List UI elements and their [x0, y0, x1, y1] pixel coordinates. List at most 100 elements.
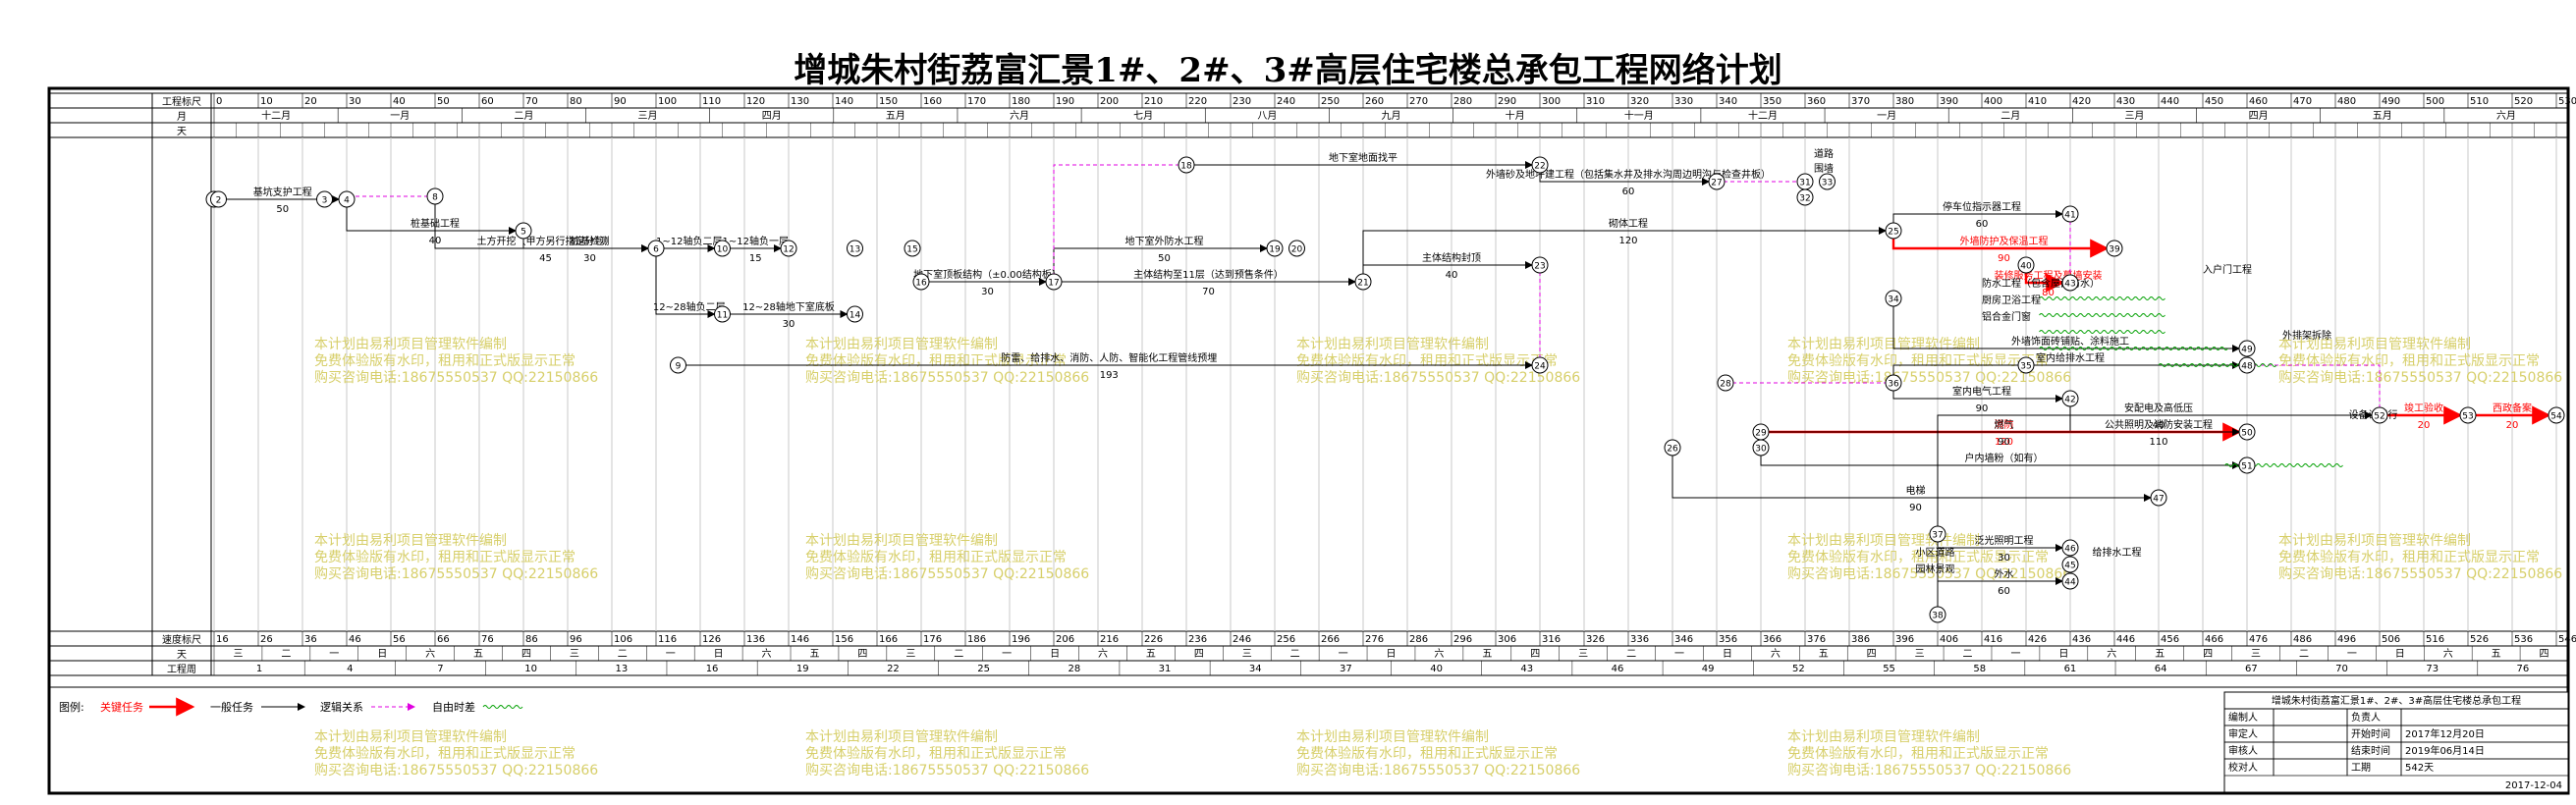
- bottom-ruler-tick: 26: [260, 634, 273, 645]
- month-cell: 九月: [1382, 110, 1401, 122]
- event-node-number: 54: [2550, 412, 2562, 422]
- event-node-number: 42: [2064, 396, 2075, 405]
- week-cell: 70: [2335, 664, 2348, 674]
- task-label: 围墙: [1814, 162, 1834, 175]
- event-node: [2061, 390, 2079, 407]
- top-ruler-tick: 80: [570, 96, 582, 107]
- bottom-ruler-tick: 466: [2205, 634, 2223, 645]
- bottom-ruler-tick: 46: [349, 634, 361, 645]
- weekday-cell: 日: [2395, 649, 2405, 660]
- top-ruler-tick: 460: [2249, 96, 2268, 107]
- bottom-ruler-tick: 386: [1851, 634, 1870, 645]
- weekday-cell: 五: [473, 649, 483, 660]
- task-duration: 120: [1995, 437, 2013, 448]
- bottom-ruler-tick: 116: [658, 634, 677, 645]
- watermark-line1: 本计划由易利项目管理软件编制: [1296, 729, 1489, 745]
- bottom-ruler-tick: 546: [2558, 634, 2576, 645]
- event-node-number: 10: [717, 245, 729, 255]
- bottom-ruler-tick: 156: [835, 634, 853, 645]
- event-node: [2238, 456, 2256, 474]
- event-node: [1717, 374, 1734, 392]
- event-node-number: 50: [2241, 429, 2253, 439]
- bottom-ruler-tick: 296: [1453, 634, 1472, 645]
- event-node: [2061, 274, 2079, 292]
- task-label: 主体结构封顶: [1422, 251, 1481, 264]
- task-label: 地下室地面找平: [1329, 151, 1398, 164]
- info-box-text: 编制人: [2228, 711, 2258, 724]
- bottom-ruler-tick: 536: [2514, 634, 2533, 645]
- event-node: [2548, 406, 2565, 424]
- weekday-cell: 一: [2347, 649, 2357, 660]
- bottom-ruler-tick: 326: [1586, 634, 1605, 645]
- task-label: 竣工验收: [2404, 402, 2443, 414]
- bottom-ruler-tick: 36: [304, 634, 317, 645]
- bottom-ruler-tick: 76: [481, 634, 494, 645]
- bottom-ruler-tick: 396: [1895, 634, 1914, 645]
- event-node-number: 25: [1888, 228, 1898, 238]
- weekday-cell: 二: [1290, 649, 1300, 660]
- task-duration: 30: [1998, 553, 2010, 564]
- week-cell: 4: [347, 664, 353, 674]
- task-duration: 90: [1998, 437, 2010, 448]
- bottom-ruler-tick: 276: [1365, 634, 1384, 645]
- task-label: 室内给排水工程: [2036, 351, 2105, 364]
- top-ruler-tick: 290: [1498, 96, 1516, 107]
- weekday-cell: 日: [1723, 649, 1732, 660]
- event-node: [2061, 539, 2079, 557]
- top-ruler-tick: 490: [2382, 96, 2400, 107]
- task-duration: 30: [783, 319, 795, 330]
- info-box-title: 增城朱村街荔富汇景1#、2#、3#高层住宅楼总承包工程: [2272, 694, 2521, 707]
- task-label: 入户门工程: [2203, 263, 2252, 276]
- weekday-cell: 一: [2010, 649, 2020, 660]
- task-label: 外排架拆除: [2282, 329, 2331, 342]
- event-node: [1885, 290, 1902, 307]
- weekday-label: 天: [177, 650, 187, 661]
- task-label: 园林景观: [1916, 563, 1955, 575]
- top-ruler-tick: 250: [1321, 96, 1340, 107]
- task-label: 外墙砂及地坪建工程（包括集水井及排水沟周边明沟与检查井板）: [1486, 168, 1771, 181]
- week-cell: 46: [1612, 664, 1624, 674]
- top-ruler-tick: 380: [1895, 96, 1914, 107]
- month-cell: 六月: [2496, 110, 2516, 122]
- task-label: 桩基检测: [571, 235, 610, 247]
- task-duration: 40: [2153, 420, 2165, 431]
- week-cell: 7: [437, 664, 443, 674]
- legend-free-label: 自由时差: [432, 700, 475, 714]
- week-cell: 55: [1883, 664, 1895, 674]
- event-node-number: 16: [915, 279, 927, 289]
- event-node-number: 37: [1932, 531, 1943, 541]
- weekday-cell: 六: [425, 648, 435, 660]
- event-node-number: 17: [1048, 279, 1059, 289]
- bottom-ruler-tick: 456: [2161, 634, 2179, 645]
- watermark-line1: 本计划由易利项目管理软件编制: [1787, 729, 1980, 745]
- week-cell: 73: [2426, 664, 2439, 674]
- watermark-line1: 本计划由易利项目管理软件编制: [314, 337, 507, 352]
- event-node: [2061, 205, 2079, 223]
- top-ruler-tick: 400: [1984, 96, 2002, 107]
- event-node: [1531, 256, 1549, 274]
- event-node-number: 34: [1888, 295, 1899, 305]
- event-node: [316, 190, 333, 208]
- top-ruler-tick: 520: [2514, 96, 2533, 107]
- weekday-cell: 四: [2540, 649, 2549, 660]
- event-node-number: 51: [2241, 462, 2252, 472]
- task-label: 消防: [1995, 418, 2014, 431]
- task-label: 外墙饰面砖铺贴、涂料施工: [2011, 335, 2129, 348]
- info-box-text: 审核人: [2228, 744, 2258, 757]
- task-label: 燃气: [1995, 418, 2014, 431]
- event-node-number: 14: [850, 311, 861, 321]
- week-cell: 19: [796, 664, 809, 674]
- weekday-cell: 五: [1146, 649, 1156, 660]
- task-arrow: [434, 204, 649, 252]
- watermark-line3: 购买咨询电话:18675550537 QQ:22150866: [2278, 370, 2562, 386]
- top-ruler-tick: 40: [393, 96, 406, 107]
- top-ruler-tick: 30: [349, 96, 361, 107]
- watermark-line1: 本计划由易利项目管理软件编制: [805, 729, 998, 745]
- bottom-ruler-tick: 496: [2337, 634, 2356, 645]
- event-node: [1752, 439, 1770, 456]
- legend-critical-label: 关键任务: [100, 700, 143, 714]
- month-cell: 二月: [2001, 110, 2020, 122]
- event-node: [2061, 556, 2079, 573]
- top-ruler-tick: 340: [1719, 96, 1737, 107]
